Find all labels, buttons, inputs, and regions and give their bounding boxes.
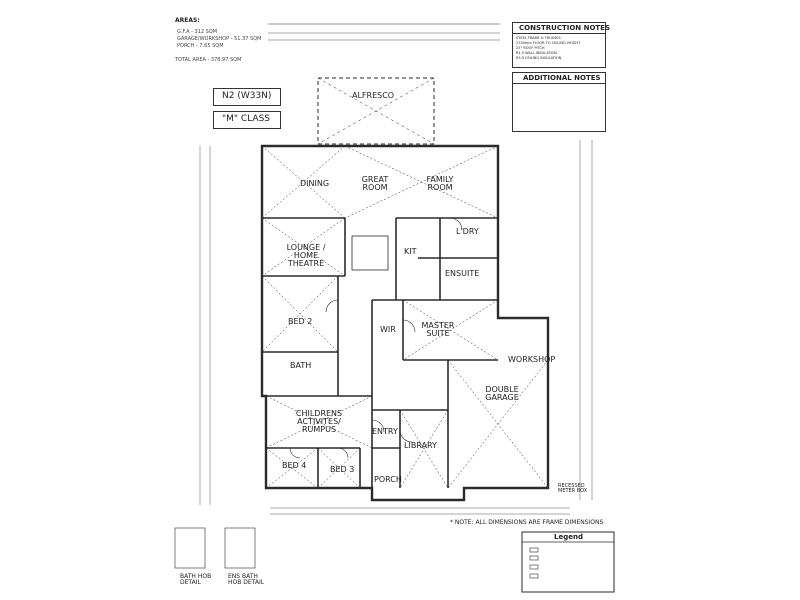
room-rumpus: CHILDRENS ACTIVITES/ RUMPUS xyxy=(295,409,343,434)
room-bath: BATH xyxy=(290,361,312,370)
room-great-room: GREAT ROOM xyxy=(361,175,389,192)
recessed-meter-box: RECESSED METER BOX xyxy=(558,483,588,494)
room-library: LIBRARY xyxy=(404,441,437,450)
room-ldry: L'DRY xyxy=(456,227,479,236)
areas-box: AREAS: G.F.A - 312 SQM GARAGE/WORKSHOP -… xyxy=(175,18,265,68)
room-bed3: BED 3 xyxy=(330,465,355,474)
room-master-suite: MASTER SUITE xyxy=(421,321,455,338)
frame-dimension-note: * NOTE: ALL DIMENSIONS ARE FRAME DIMENSI… xyxy=(450,519,604,526)
plan-code-box: N2 (W33N) xyxy=(213,88,281,106)
plan-class-box: "M" CLASS xyxy=(213,111,281,129)
bath-hob-detail: BATH HOB DETAIL xyxy=(180,573,212,586)
construction-note-4: R1.5 WALL INSULATION xyxy=(516,51,557,55)
additional-notes-box: ADDITIONAL NOTES xyxy=(512,72,606,132)
room-alfresco: ALFRESCO xyxy=(352,91,395,100)
room-workshop: WORKSHOP xyxy=(508,355,556,364)
room-bed4: BED 4 xyxy=(282,461,307,470)
room-family-room: FAMILY ROOM xyxy=(426,175,454,192)
areas-line-3: PORCH - 7.65 SQM xyxy=(177,43,224,49)
room-lounge: LOUNGE / HOME THEATRE xyxy=(286,243,326,268)
construction-note-3: 25° ROOF PITCH xyxy=(516,46,545,50)
room-wir: WIR xyxy=(380,325,396,334)
construction-note-5: R3.5 CEILING INSULATION xyxy=(516,56,562,60)
room-dining: DINING xyxy=(300,179,330,188)
construction-notes-heading: CONSTRUCTION NOTES xyxy=(519,24,611,32)
additional-notes-heading: ADDITIONAL NOTES xyxy=(523,74,601,82)
room-entry: ENTRY xyxy=(372,427,398,436)
areas-line-2: GARAGE/WORKSHOP - 51.37 SQM xyxy=(177,36,262,42)
ens-bath-hob-detail: ENS BATH HOB DETAIL xyxy=(228,573,265,586)
room-bed2: BED 2 xyxy=(288,317,313,326)
room-kit: KIT xyxy=(404,247,417,256)
room-double-garage: DOUBLE GARAGE xyxy=(485,385,519,402)
room-porch: PORCH xyxy=(374,475,402,484)
room-ensuite: ENSUITE xyxy=(445,269,480,278)
construction-notes-box: CONSTRUCTION NOTES STEEL FRAME & TRUSSES… xyxy=(512,22,610,68)
areas-line-1: G.F.A - 312 SQM xyxy=(177,29,218,35)
construction-note-1: STEEL FRAME & TRUSSES xyxy=(516,36,561,40)
areas-total: TOTAL AREA - 378.97 SQM xyxy=(175,57,242,63)
plan-code: N2 (W33N) xyxy=(222,91,272,101)
areas-heading: AREAS: xyxy=(175,17,200,24)
construction-note-2: 2740mm FLOOR TO CEILING HEIGHT xyxy=(516,41,581,45)
plan-class: "M" CLASS xyxy=(222,114,270,124)
legend-heading: Legend xyxy=(554,533,583,541)
